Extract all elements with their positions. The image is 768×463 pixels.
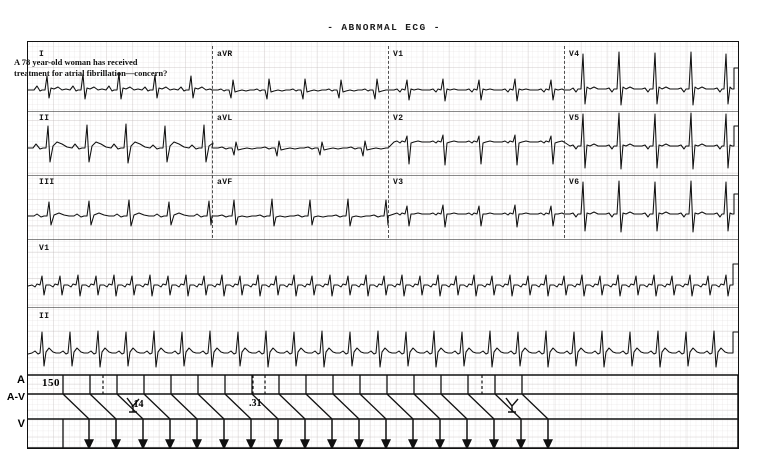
ladder-av-interval-first: .14	[131, 399, 144, 410]
ecg-trace-rhythm-ii	[28, 308, 738, 376]
row-separator-2	[28, 175, 738, 176]
lead-label-V2: V2	[393, 114, 404, 123]
ecg-trace-row-2	[28, 112, 738, 174]
row-separator-1	[28, 111, 738, 112]
ladder-label-av: A-V	[6, 391, 25, 403]
lead-label-I: I	[39, 50, 45, 59]
lead-label-aVF: aVF	[217, 178, 233, 187]
column-divider-3	[564, 46, 565, 238]
rhythm-label-V1: V1	[39, 244, 50, 253]
lead-label-V6: V6	[569, 178, 580, 187]
column-divider-1	[212, 46, 213, 238]
rhythm-strip-v1: V1	[28, 240, 738, 306]
lead-label-V3: V3	[393, 178, 404, 187]
ladder-row-labels: A A-V V	[0, 374, 27, 449]
rhythm-strip-ii: II	[28, 308, 738, 376]
row-separator-3	[28, 239, 738, 240]
ecg-trace-row-1	[28, 46, 738, 112]
page-bottom-rule	[27, 448, 739, 449]
clinical-annotation: A 78 year-old woman has received treatme…	[14, 57, 168, 78]
page-title: - ABNORMAL ECG -	[327, 22, 441, 33]
lead-label-III: III	[39, 178, 55, 187]
ecg-row-3: III aVF V3 V6	[28, 176, 738, 238]
lead-label-V1: V1	[393, 50, 404, 59]
rhythm-label-II: II	[39, 312, 50, 321]
ladder-label-atrial: A	[17, 374, 25, 386]
ecg-trace-rhythm-v1	[28, 240, 738, 306]
ecg-trace-row-3	[28, 176, 738, 238]
ladder-av-interval-later: .31	[249, 398, 262, 409]
ecg-row-1: I aVR V1 V4	[28, 46, 738, 112]
lead-label-aVR: aVR	[217, 50, 233, 59]
ecg-grid	[28, 42, 738, 448]
column-divider-2	[388, 46, 389, 238]
lead-label-II: II	[39, 114, 50, 123]
ladder-diagram	[27, 374, 739, 449]
lead-label-aVL: aVL	[217, 114, 233, 123]
lead-label-V4: V4	[569, 50, 580, 59]
row-separator-4	[28, 307, 738, 308]
ecg-row-2: II aVL V2 V5	[28, 112, 738, 174]
ladder-atrial-rate: 150	[42, 377, 60, 389]
ladder-label-ventricular: V	[17, 418, 25, 430]
lead-label-V5: V5	[569, 114, 580, 123]
